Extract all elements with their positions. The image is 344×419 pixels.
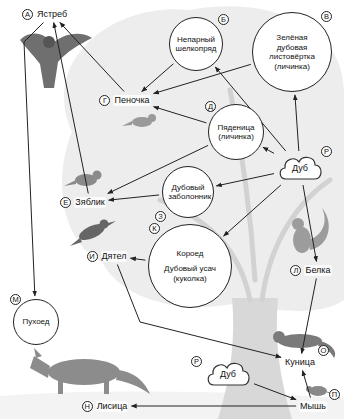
food-arrow <box>216 174 274 186</box>
organism-name: Пухоед <box>22 317 49 327</box>
food-arrow <box>302 279 317 354</box>
letter-mark: В <box>321 11 332 22</box>
organism-name: Мышь <box>300 401 326 411</box>
organism-label: ЛБелка <box>304 265 331 276</box>
food-arrow <box>130 258 145 260</box>
organism-name: Дубовый заболонник <box>168 183 208 202</box>
organism-circle: ЗДубовый заболонник <box>162 166 214 218</box>
letter-mark: П <box>329 389 340 400</box>
circle-text: Пяденица (личинка) <box>215 123 258 142</box>
ground <box>0 392 344 419</box>
food-arrow <box>295 95 299 151</box>
letter-mark: Н <box>82 401 93 412</box>
organism-name: Дятел <box>102 251 127 261</box>
organism-name: Ястреб <box>37 9 67 19</box>
squirrel-figure <box>292 208 329 253</box>
organism-name: Зелёная дубовая листовёртка (личинка) <box>262 33 323 71</box>
organism-circle: БНепарный шелкопряд <box>169 17 223 71</box>
organism-circle: К КороедДубовый усач (куколка) <box>148 224 232 308</box>
organism-label: ЕЗяблик <box>74 197 105 208</box>
organism-name: Дубовый усач (куколка) <box>158 264 222 283</box>
organism-label: ГПеночка <box>113 95 150 106</box>
woodpecker-figure <box>70 220 116 247</box>
oak-cloud: РДуб <box>205 360 251 388</box>
food-arrow <box>54 23 89 194</box>
organism-name: Короед <box>158 249 222 259</box>
food-arrow <box>131 406 296 407</box>
oak-cloud: РДуб <box>277 154 323 182</box>
letter-mark: Р <box>321 146 332 157</box>
food-arrow <box>60 23 124 92</box>
letter-mark: А <box>22 9 33 20</box>
organism-name: Дуб <box>220 369 236 380</box>
letter-mark: О <box>318 345 329 356</box>
letter-mark: Г <box>99 95 110 106</box>
organism-label: АЯстреб <box>36 9 68 20</box>
organism-name: Непарный шелкопряд <box>175 35 216 54</box>
hawk-figure <box>20 34 92 88</box>
marten-figure <box>273 331 335 358</box>
food-arrow <box>142 64 174 92</box>
fox-figure <box>30 348 150 394</box>
organism-circle: В Зелёная дубовая листовёртка (личинка) <box>252 12 332 92</box>
letter-mark: И <box>87 251 98 262</box>
circle-text: КороедДубовый усач (куколка) <box>158 249 222 284</box>
food-arrow <box>224 185 281 236</box>
organism-name: Белка <box>305 265 330 275</box>
organism-label: ИДятел <box>101 251 128 262</box>
letter-mark: Р <box>191 356 202 367</box>
organism-name: Зяблик <box>75 197 104 207</box>
food-arrow <box>303 185 316 262</box>
circle-text: Дубовый заболонник <box>168 183 208 202</box>
organism-name: Куница <box>285 357 315 367</box>
food-arrow <box>117 265 281 358</box>
organism-circle: Д Пяденица (личинка) <box>208 104 264 160</box>
food-arrow <box>303 371 311 398</box>
letter-mark: М <box>10 294 21 305</box>
organism-name: Дуб <box>292 163 308 174</box>
letter-mark: Л <box>290 265 301 276</box>
food-arrow <box>109 195 160 200</box>
letter-mark: З <box>155 211 166 222</box>
warbler-figure <box>122 114 156 127</box>
letter-mark: К <box>149 223 160 234</box>
food-arrow <box>154 107 207 123</box>
circle-text: Зелёная дубовая листовёртка (личинка) <box>262 33 323 71</box>
food-arrow <box>254 384 296 400</box>
organism-name: Лисица <box>97 401 128 411</box>
oak-trunk <box>218 298 292 419</box>
organism-name: Пяденица (личинка) <box>215 123 258 142</box>
food-arrow <box>263 147 274 153</box>
organism-label: НЛисица <box>96 401 129 412</box>
cloud-shape <box>208 363 249 385</box>
organism-name: Пеночка <box>114 95 149 105</box>
oak-crown <box>62 6 344 311</box>
cloud-shape <box>280 157 321 179</box>
organism-circle: МПухоед <box>13 299 59 345</box>
organism-label: ОКуница <box>284 357 316 368</box>
letter-mark: Е <box>60 197 71 208</box>
circle-text: Пухоед <box>22 317 49 327</box>
circle-text: Непарный шелкопряд <box>175 35 216 54</box>
letter-mark: Б <box>218 14 229 25</box>
letter-mark: Д <box>205 101 216 112</box>
chaffinch-figure <box>64 171 102 187</box>
organism-label: ПМышь <box>299 401 327 412</box>
food-arrow <box>24 23 44 297</box>
